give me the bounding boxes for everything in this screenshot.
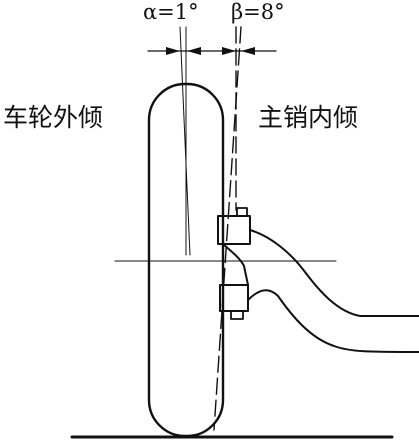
camber-line: [179, 26, 191, 256]
beta-arrow-right: [241, 47, 255, 55]
label-kingpin-inclination: 主销内倾: [258, 103, 358, 132]
alpha-arrow-right: [187, 47, 201, 55]
alpha-arrow-left: [166, 47, 180, 55]
label-beta-angle: β=8°: [231, 0, 285, 24]
label-alpha-angle: α=1°: [143, 0, 199, 24]
axle-upper-edge: [249, 229, 419, 317]
axle-lower-edge: [247, 289, 419, 353]
knuckle-upper-neck: [222, 243, 249, 286]
lower-bearing-cap: [230, 310, 244, 320]
upper-bearing-cap: [236, 207, 248, 217]
label-wheel-camber: 车轮外倾: [3, 103, 103, 132]
beta-arrow-left: [222, 47, 236, 55]
